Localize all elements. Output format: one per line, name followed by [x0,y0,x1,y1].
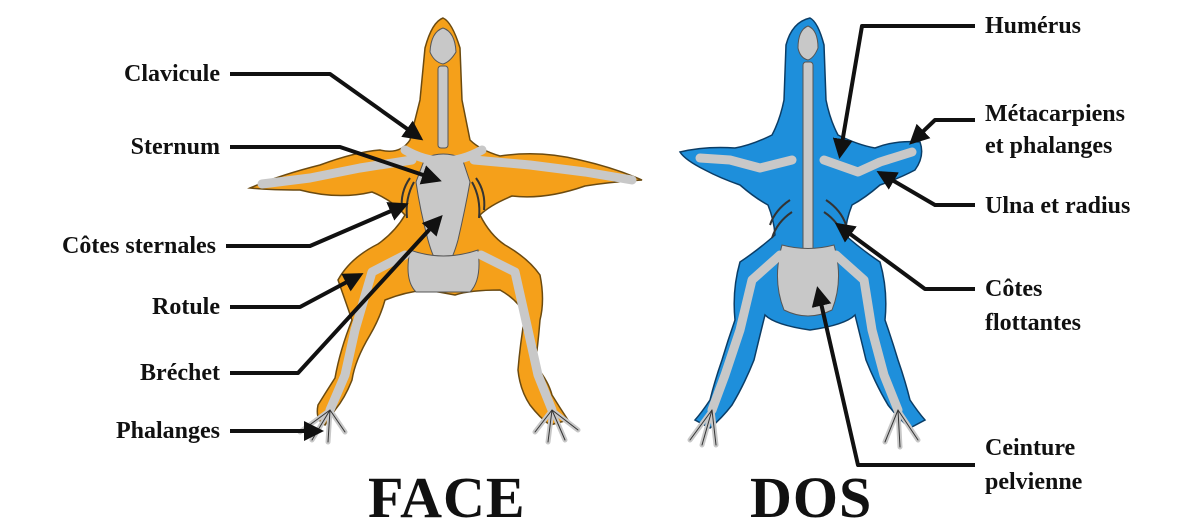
label-ceinture-line2: pelvienne [985,466,1082,498]
front-pelvis [408,250,479,292]
left-leader-lines [226,74,440,431]
label-ceinture-line1: Ceinture [985,432,1075,464]
front-feet [300,410,578,442]
leader-cotes-sternales [226,205,405,246]
label-cotes-flottantes-line2: flottantes [985,307,1081,339]
front-neck [438,66,448,148]
label-clavicule: Clavicule [124,58,220,90]
leader-clavicule [230,74,420,138]
leader-humerus [840,26,975,155]
back-feet [690,410,918,447]
label-phalanges: Phalanges [116,415,220,447]
label-cotes-flottantes-line1: Côtes [985,273,1042,305]
label-humerus: Humérus [985,10,1081,42]
title-face: FACE [368,468,526,528]
label-rotule: Rotule [152,291,220,323]
leader-metacarpiens [912,120,975,142]
back-spine [803,62,813,252]
label-sternum: Sternum [131,131,220,163]
front-skeleton-figure [250,18,642,442]
back-skeleton-figure [680,18,925,447]
label-metacarpiens-line1: Métacarpiens [985,98,1125,130]
label-metacarpiens-line2: et phalanges [985,130,1112,162]
back-pelvic-girdle [777,245,838,316]
label-brechet: Bréchet [140,357,220,389]
label-cotes-sternales: Côtes sternales [62,230,216,262]
label-ulna-radius: Ulna et radius [985,190,1130,222]
title-dos: DOS [750,468,872,528]
